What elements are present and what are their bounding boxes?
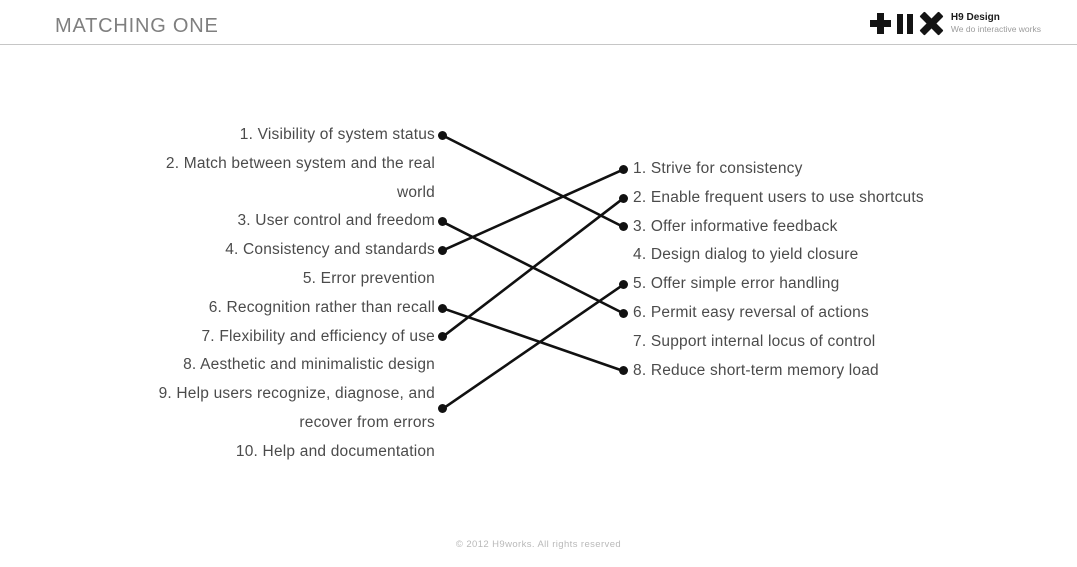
left-item-label: 1. Visibility of system status [239,126,435,143]
right-item: 6. Permit easy reversal of actions [619,299,993,328]
left-item: 2. Match between system and the real wor… [150,150,435,208]
left-item: 7. Flexibility and efficiency of use [150,323,447,352]
connector-dot [438,246,447,256]
right-item-label: 8. Reduce short-term memory load [633,361,879,379]
right-column: 1. Strive for consistency 2. Enable frequ… [619,155,993,386]
right-item: 4. Design dialog to yield closure [633,241,993,270]
slide-footer: © 2012 H9works. All rights reserved [0,539,1077,550]
connector-dot [438,303,447,313]
left-item: 3. User control and freedom [150,207,447,236]
left-item-label: 9. Help users recognize, diagnose, and r… [158,385,435,431]
right-item: 5. Offer simple error handling [619,270,993,299]
connector-dot [438,130,447,140]
left-item-label: 5. Error prevention [302,269,435,287]
connection-line [441,196,625,339]
left-item: 5. Error prevention [150,265,435,294]
left-item-label: 3. User control and freedom [237,212,435,230]
connector-dot [619,193,628,203]
logo-name: H9 Design [950,11,1000,23]
page-title: MATCHING ONE [55,15,219,37]
left-item: 10. Help and documentation [150,438,435,467]
left-item: 4. Consistency and standards [150,236,447,265]
right-item-label: 7. Support internal locus of control [633,332,876,350]
right-item-label: 6. Permit easy reversal of actions [633,303,869,321]
logo-tagline: We do interactive works [950,24,1041,35]
h9-design-logo: H9 Design We do interactive works [869,11,1041,36]
plus-icon [869,13,891,34]
left-item-label: 7. Flexibility and efficiency of use [201,327,435,345]
right-item: 2. Enable frequent users to use shortcut… [619,184,993,213]
left-item-label: 2. Match between system and the real wor… [165,154,435,201]
header-divider [0,44,1077,45]
left-item: 1. Visibility of system status [150,121,447,150]
left-item-label: 8. Aesthetic and minimalistic design [183,356,435,374]
x-icon [919,11,944,36]
connection-line [441,220,625,315]
left-item: 8. Aesthetic and minimalistic design [150,351,435,380]
right-item-label: 3. Offer informative feedback [633,217,838,235]
connector-dot [438,217,447,227]
right-item: 1. Strive for consistency [619,155,993,184]
left-item-label: 10. Help and documentation [235,442,435,460]
right-item-label: 5. Offer simple error handling [633,275,840,293]
copyright-text: © 2012 H9works. All rights reserved [455,539,622,550]
connector-dot [619,222,628,232]
left-item: 9. Help users recognize, diagnose, and r… [150,380,447,438]
left-item-label: 4. Consistency and standards [225,241,435,259]
connection-line [441,168,625,252]
connection-line [441,283,625,411]
right-item-label: 2. Enable frequent users to use shortcut… [633,188,924,206]
connector-dot [619,164,628,174]
connector-dot [619,280,628,290]
right-item: 3. Offer informative feedback [619,213,993,242]
connector-dot [438,332,447,342]
left-item-label: 6. Recognition rather than recall [208,298,435,316]
connection-line [441,134,625,229]
connector-dot [619,308,628,318]
left-item: 6. Recognition rather than recall [150,294,447,323]
right-item-label: 1. Strive for consistency [633,160,803,177]
logo-text: H9 Design We do interactive works [951,12,1041,35]
connection-line [441,306,625,373]
right-item-label: 4. Design dialog to yield closure [633,246,859,264]
double-bar-icon [896,13,913,34]
connector-dot [438,404,447,414]
connector-dot [619,366,628,376]
right-item: 7. Support internal locus of control [633,328,993,357]
right-item: 8. Reduce short-term memory load [619,357,993,386]
left-column: 1. Visibility of system status 2. Match b… [150,121,447,467]
